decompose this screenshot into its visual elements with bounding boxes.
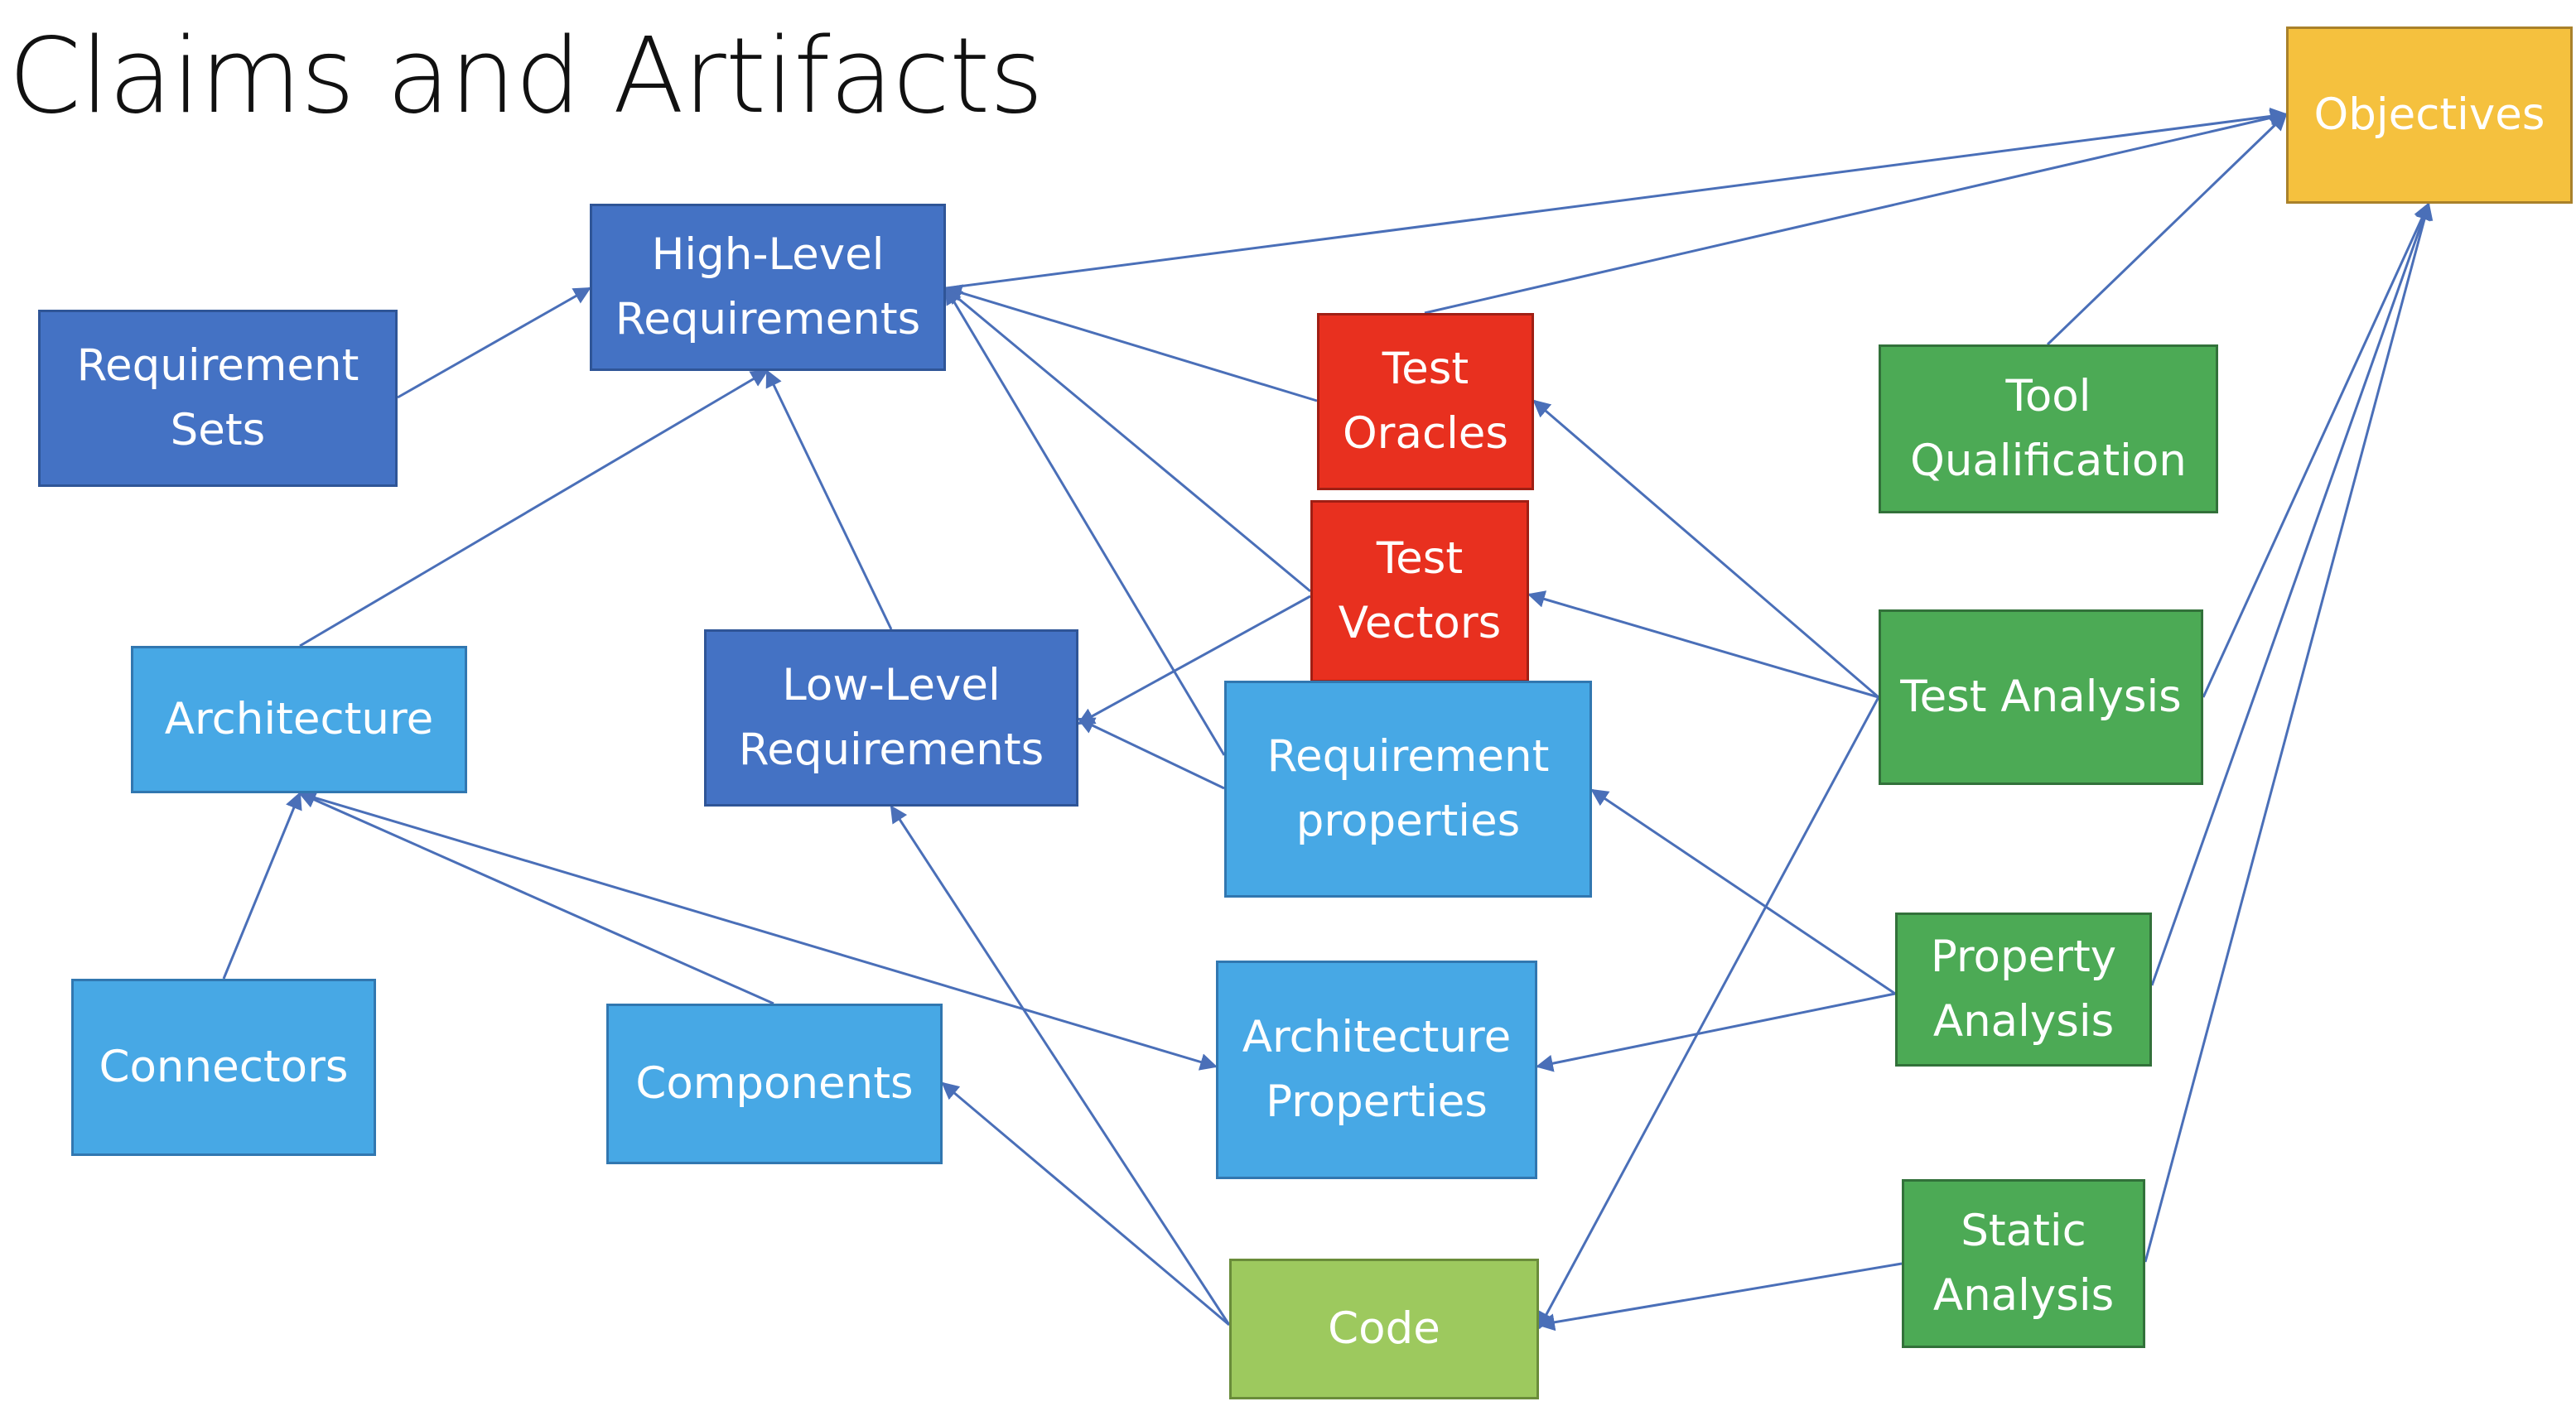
edge-test-oracles-to-objectives — [1424, 109, 2289, 315]
edge-test-analysis-to-objectives — [2202, 202, 2430, 698]
edge-low-level-requirements-to-high-level-requirements — [765, 369, 893, 630]
edge-tool-qualification-to-objectives — [2046, 113, 2288, 346]
edge-property-analysis-to-requirement-properties — [1590, 788, 1896, 995]
low-level-requirements-box[interactable]: Low-Level Requirements — [704, 629, 1078, 807]
property-analysis-box[interactable]: Property Analysis — [1895, 913, 2152, 1067]
high-level-requirements-box[interactable]: High-Level Requirements — [590, 204, 946, 371]
edge-test-analysis-to-code — [1537, 696, 1880, 1330]
connectors-box[interactable]: Connectors — [71, 979, 376, 1156]
edge-connectors-to-architecture — [222, 792, 302, 980]
edge-test-oracles-to-high-level-requirements — [943, 284, 1318, 402]
objectives-box[interactable]: Objectives — [2286, 26, 2573, 204]
edge-test-vectors-to-high-level-requirements — [944, 287, 1311, 593]
edge-test-analysis-to-test-oracles — [1532, 399, 1879, 699]
diagram-title: Claims and Artifacts — [8, 15, 1044, 137]
edge-architecture-to-high-level-requirements — [299, 369, 769, 648]
edge-requirement-sets-to-high-level-requirements — [397, 287, 591, 399]
edge-high-level-requirements-to-objectives — [945, 108, 2289, 290]
requirement-sets-box[interactable]: Requirement Sets — [38, 310, 398, 487]
test-oracles-box[interactable]: Test Oracles — [1317, 313, 1534, 490]
edge-requirement-properties-to-high-level-requirements — [944, 287, 1226, 756]
edge-architecture-to-architecture-properties — [299, 792, 1218, 1071]
edge-components-to-architecture — [298, 792, 774, 1005]
requirement-properties-box[interactable]: Requirement properties — [1224, 681, 1592, 898]
edge-test-analysis-to-test-vectors — [1527, 590, 1879, 699]
components-box[interactable]: Components — [606, 1004, 943, 1164]
edge-test-vectors-to-low-level-requirements — [1077, 595, 1311, 725]
code-box[interactable]: Code — [1229, 1259, 1539, 1399]
edge-static-analysis-to-code — [1536, 1262, 1903, 1332]
architecture-box[interactable]: Architecture — [131, 646, 467, 793]
edge-static-analysis-to-objectives — [2144, 201, 2434, 1263]
tool-qualification-box[interactable]: Tool Qualification — [1879, 344, 2218, 513]
test-vectors-box[interactable]: Test Vectors — [1310, 500, 1529, 682]
edge-property-analysis-to-architecture-properties — [1535, 992, 1896, 1072]
test-analysis-box[interactable]: Test Analysis — [1879, 609, 2203, 785]
edge-property-analysis-to-objectives — [2150, 202, 2432, 986]
architecture-properties-box[interactable]: Architecture Properties — [1216, 961, 1537, 1179]
edge-requirement-properties-to-low-level-requirements — [1077, 717, 1225, 790]
edge-code-to-components — [941, 1081, 1230, 1327]
edge-code-to-low-level-requirements — [890, 805, 1231, 1326]
static-analysis-box[interactable]: Static Analysis — [1902, 1179, 2145, 1348]
